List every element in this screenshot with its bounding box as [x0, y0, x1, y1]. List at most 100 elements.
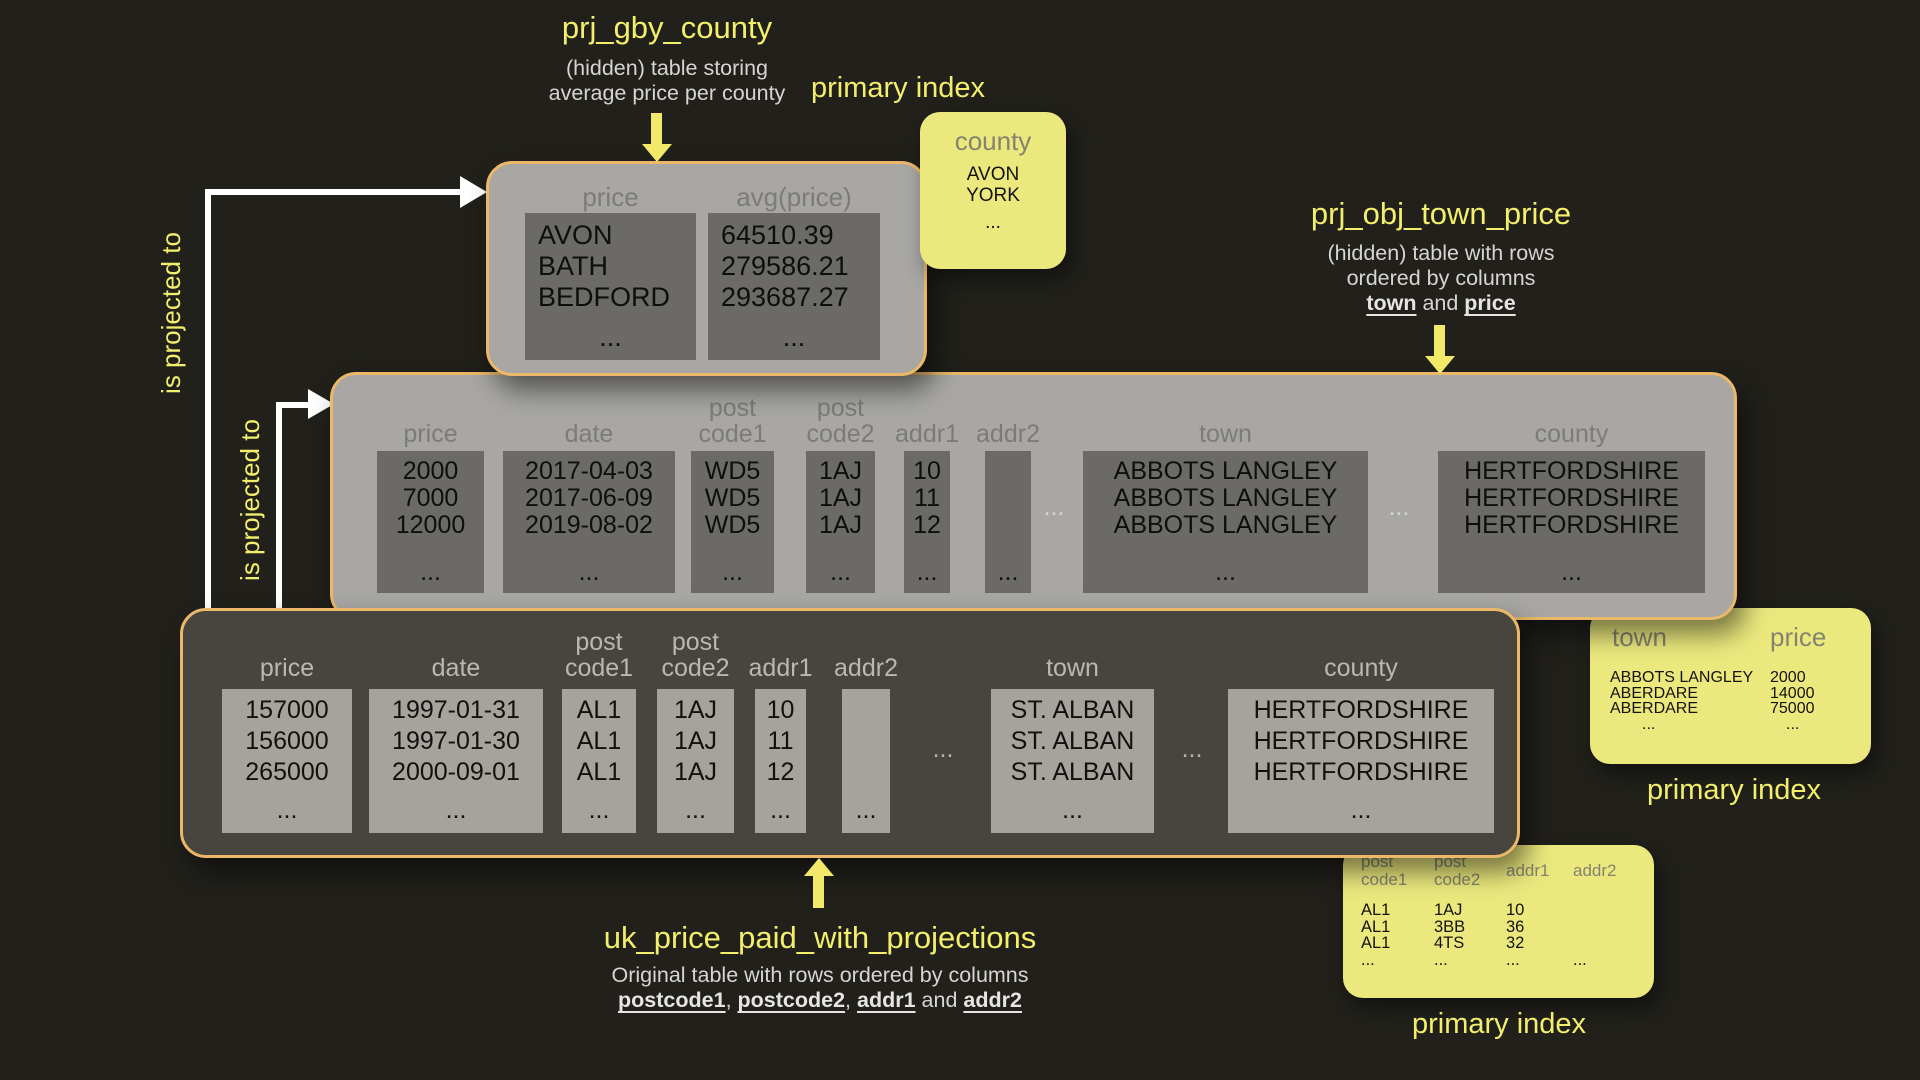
column-header: date — [564, 420, 614, 448]
desc-line: town and price — [1251, 291, 1631, 316]
index-cell: 1AJ — [1434, 901, 1463, 919]
cell-ellipsis: ... — [445, 796, 467, 824]
label-primary-index-bottom: primary index — [1411, 1008, 1587, 1040]
primary-index-county-box: county AVON YORK ... — [920, 112, 1066, 269]
cell-values: 1997-01-31 1997-01-30 2000-09-01 — [392, 696, 520, 786]
index-column-header: addr1 — [1506, 860, 1550, 880]
index-cell: AVON — [966, 164, 1020, 185]
column-cells: 2017-04-03 2017-06-09 2019-08-02... — [503, 451, 675, 593]
column-cells: 10 11 12... — [904, 451, 950, 593]
desc-text: and — [915, 988, 964, 1012]
column-header: addr2 — [834, 654, 898, 682]
index-cell: ABERDARE — [1610, 700, 1699, 717]
column-header: town — [1046, 654, 1099, 682]
column-cells: AL1 AL1 AL1... — [562, 689, 636, 833]
cell-ellipsis: ... — [782, 322, 806, 352]
cell-values: AVON BATH BEDFORD — [538, 220, 671, 312]
cell-values — [985, 451, 1031, 458]
column-cells: WD5 WD5 WD5... — [691, 451, 774, 593]
index-cell: 14000 — [1770, 684, 1815, 702]
column-avg-price: avg(price)64510.39 279586.21 293687.27..… — [708, 164, 880, 373]
columns-ellipsis: ... — [932, 735, 954, 763]
cell-values: ST. ALBAN ST. ALBAN ST. ALBAN — [1010, 696, 1135, 786]
index-header-row: post code1 post code2 addr1 addr2 — [1361, 853, 1643, 888]
desc-text: , — [845, 988, 857, 1012]
cell-ellipsis: ... — [997, 558, 1019, 586]
desc-line: (hidden) table with rows — [1327, 241, 1555, 265]
desc-text: , — [725, 988, 738, 1012]
cell-ellipsis: ... — [599, 322, 622, 352]
index-rows: AVON YORK ... — [920, 164, 1066, 233]
column-header: post code2 — [806, 394, 875, 448]
ordered-column: town — [1366, 291, 1417, 315]
cell-ellipsis: ... — [588, 796, 610, 824]
label-is-projected-to-outer: is projected to — [156, 232, 186, 394]
column-cells: HERTFORDSHIRE HERTFORDSHIRE HERTFORDSHIR… — [1228, 689, 1494, 833]
desc-uk-price-paid: Original table with rows ordered by colu… — [560, 963, 1080, 1013]
column-postcode2: post code2 1AJ 1AJ 1AJ... — [657, 611, 734, 855]
columns-ellipsis: ... — [1181, 735, 1203, 763]
index-cell — [1573, 919, 1643, 936]
column-cells: ST. ALBAN ST. ALBAN ST. ALBAN... — [991, 689, 1154, 833]
column-addr2: addr2... — [976, 375, 1040, 617]
column-cells: HERTFORDSHIRE HERTFORDSHIRE HERTFORDSHIR… — [1438, 451, 1705, 593]
desc-prj-gby-county: (hidden) table storing average price per… — [477, 56, 857, 106]
column-cells: 64510.39 279586.21 293687.27... — [708, 213, 880, 360]
cell-ellipsis: ... — [855, 796, 877, 824]
cell-values: 2000 7000 12000 — [395, 457, 466, 539]
column-header: post code1 — [698, 394, 767, 448]
column-cells: 2000 7000 12000... — [377, 451, 484, 593]
index-cell: AL1 — [1361, 934, 1391, 952]
cell-ellipsis: ... — [1062, 796, 1083, 824]
desc-prj-obj-town-price: (hidden) table with rows ordered by colu… — [1251, 241, 1631, 316]
cell-values: HERTFORDSHIRE HERTFORDSHIRE HERTFORDSHIR… — [1464, 457, 1679, 539]
ordered-column: addr2 — [963, 988, 1022, 1012]
cell-values: WD5 WD5 WD5 — [704, 457, 761, 539]
label-is-projected-to-inner: is projected to — [235, 419, 265, 581]
arrow-line — [205, 189, 461, 195]
index-cell: AL1 — [1361, 901, 1391, 919]
index-column-header: post code2 — [1434, 852, 1481, 889]
column-addr2: addr2... — [834, 611, 898, 855]
cell-values: 157000 156000 265000 — [245, 696, 329, 786]
arrow-line — [276, 402, 310, 408]
index-cell: ... — [985, 212, 1001, 233]
cell-ellipsis: ... — [1215, 558, 1236, 586]
column-header: date — [431, 654, 481, 682]
column-date: date 1997-01-31 1997-01-30 2000-09-01... — [369, 611, 543, 855]
cell-values — [842, 689, 890, 695]
cell-ellipsis: ... — [420, 558, 441, 586]
cell-ellipsis: ... — [916, 558, 938, 586]
column-cells: 1AJ 1AJ 1AJ... — [657, 689, 734, 833]
label-primary-index-top: primary index — [810, 72, 986, 104]
ordered-column: price — [1464, 291, 1516, 315]
index-cell: AL1 — [1361, 917, 1391, 936]
arrow-line — [205, 189, 211, 608]
column-header: addr1 — [748, 654, 813, 682]
cell-values: 1AJ 1AJ 1AJ — [673, 696, 718, 786]
column-header: county — [1324, 654, 1398, 682]
index-cell — [1573, 935, 1643, 952]
index-cell: 36 — [1506, 917, 1525, 936]
index-cell: ... — [1573, 950, 1587, 969]
cell-ellipsis: ... — [1350, 796, 1372, 824]
index-cell: 75000 — [1770, 700, 1815, 717]
column-header: addr2 — [976, 420, 1040, 448]
index-column-header: county — [954, 126, 1032, 156]
column-header: addr1 — [895, 420, 959, 448]
column-date: date 2017-04-03 2017-06-09 2019-08-02... — [503, 375, 675, 617]
index-cell: 32 — [1506, 934, 1525, 952]
cell-values: 2017-04-03 2017-06-09 2019-08-02 — [525, 457, 653, 539]
column-header: post code2 — [661, 628, 730, 682]
index-cell: ... — [1506, 950, 1520, 969]
